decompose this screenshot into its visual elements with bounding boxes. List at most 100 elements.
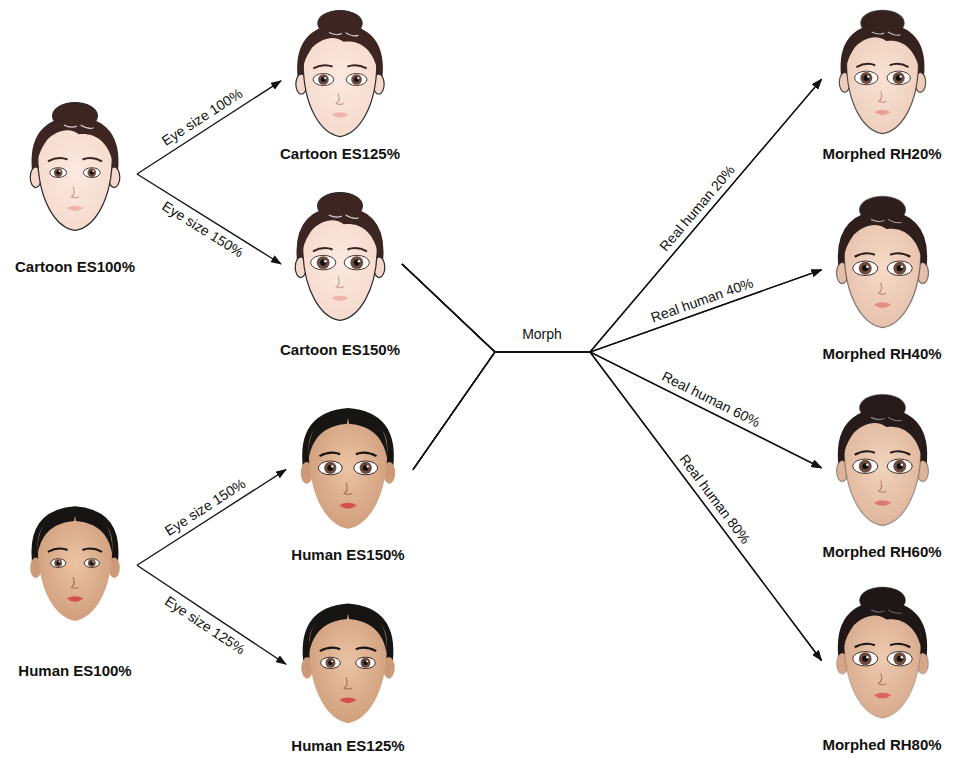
arrow-connector (402, 264, 822, 352)
arrow-connector (402, 264, 822, 661)
eye-highlight (92, 561, 94, 563)
hair-front (37, 119, 112, 160)
eyebrow (854, 451, 874, 454)
eyebrow (890, 451, 910, 454)
mouth (339, 503, 357, 509)
hair-strand (871, 219, 902, 222)
face-label: Morphed RH20% (803, 145, 961, 162)
iris (892, 72, 904, 84)
iris (88, 559, 96, 567)
pupil (896, 265, 902, 271)
iris (351, 74, 362, 85)
face-illustration (289, 386, 407, 538)
face-node: Morphed RH40% (803, 190, 961, 363)
eye-highlight (866, 656, 868, 658)
eye-white (886, 71, 909, 85)
iris (54, 168, 63, 177)
pupil (321, 77, 326, 82)
eye-white (311, 255, 336, 270)
pupil (895, 75, 901, 81)
pupil (354, 77, 359, 82)
hair-strand (871, 610, 902, 613)
eyebrow (890, 253, 910, 256)
face-part (825, 5, 940, 140)
edge-label: Eye size 125% (160, 591, 249, 658)
pupil (862, 656, 868, 662)
face-shape (846, 32, 918, 134)
eyebrow (356, 648, 376, 652)
iris (318, 74, 329, 85)
face-part (19, 480, 131, 635)
edge-label: Eye size 150% (157, 197, 247, 262)
edge-label: Real human 60% (658, 367, 765, 431)
eye-highlight (866, 464, 868, 466)
iris (893, 652, 906, 665)
face-illustration (284, 187, 396, 327)
pupil (363, 660, 368, 665)
nose (344, 677, 352, 689)
arrow-connector (137, 81, 281, 174)
pupil (862, 463, 868, 469)
eye-white (852, 261, 877, 275)
nose (336, 93, 343, 104)
hair-strand (871, 417, 902, 420)
eye-highlight (324, 77, 326, 79)
face-shape (303, 33, 377, 137)
mouth (873, 693, 890, 699)
eye-white (318, 461, 342, 475)
eye-highlight (357, 77, 359, 79)
eye-white (346, 74, 367, 86)
eyebrow (856, 64, 875, 67)
hair-strand (329, 33, 358, 36)
eye-white (313, 74, 334, 86)
face-node: Morphed RH20% (803, 5, 961, 163)
face-node: Human ES150% (269, 386, 427, 564)
face-label: Morphed RH60% (803, 543, 961, 560)
eye-highlight (866, 266, 868, 268)
face-label: Morphed RH80% (803, 736, 961, 753)
eye-white (344, 255, 369, 270)
face-part (289, 584, 407, 730)
face-illustration (284, 5, 396, 143)
pupil (328, 660, 333, 665)
eyebrow (82, 549, 102, 552)
label-holder: Morphed RH60% (803, 543, 961, 560)
arrow-connector (137, 174, 281, 264)
hair-strand (64, 125, 94, 128)
iris (88, 168, 97, 177)
face-node: Cartoon ES125% (261, 5, 419, 163)
eyebrow (347, 248, 367, 251)
arrow-connector (413, 79, 822, 469)
iris (858, 652, 871, 665)
eyebrow (313, 248, 333, 251)
arrow-connector (413, 352, 822, 661)
eyebrow (48, 549, 68, 552)
iris (360, 462, 372, 474)
hair-strand (329, 215, 359, 218)
pupil (56, 171, 60, 175)
eye-white (51, 559, 66, 568)
face-shape (844, 417, 921, 525)
face-illustration (825, 5, 940, 140)
label-holder: Cartoon ES100% (0, 258, 154, 275)
face-node: Human ES100% (0, 480, 154, 680)
iris (860, 72, 872, 84)
face-part (289, 386, 407, 538)
eyebrow (48, 158, 68, 161)
face-shape (38, 516, 113, 621)
pupil (354, 260, 360, 266)
face-shape (309, 613, 387, 723)
eye-white (887, 652, 912, 666)
edge-label: Real human 80% (676, 450, 756, 549)
eye-highlight (92, 170, 94, 172)
eyebrow (889, 64, 908, 67)
nose (878, 91, 885, 102)
eye-white (321, 657, 341, 668)
face-label: Cartoon ES125% (261, 145, 419, 162)
face-part (19, 97, 131, 237)
iris (324, 462, 336, 474)
label-holder: Cartoon ES150% (261, 341, 419, 358)
face-label: Morphed RH40% (803, 345, 961, 362)
hair-front (303, 27, 377, 68)
hair-front (38, 510, 113, 555)
